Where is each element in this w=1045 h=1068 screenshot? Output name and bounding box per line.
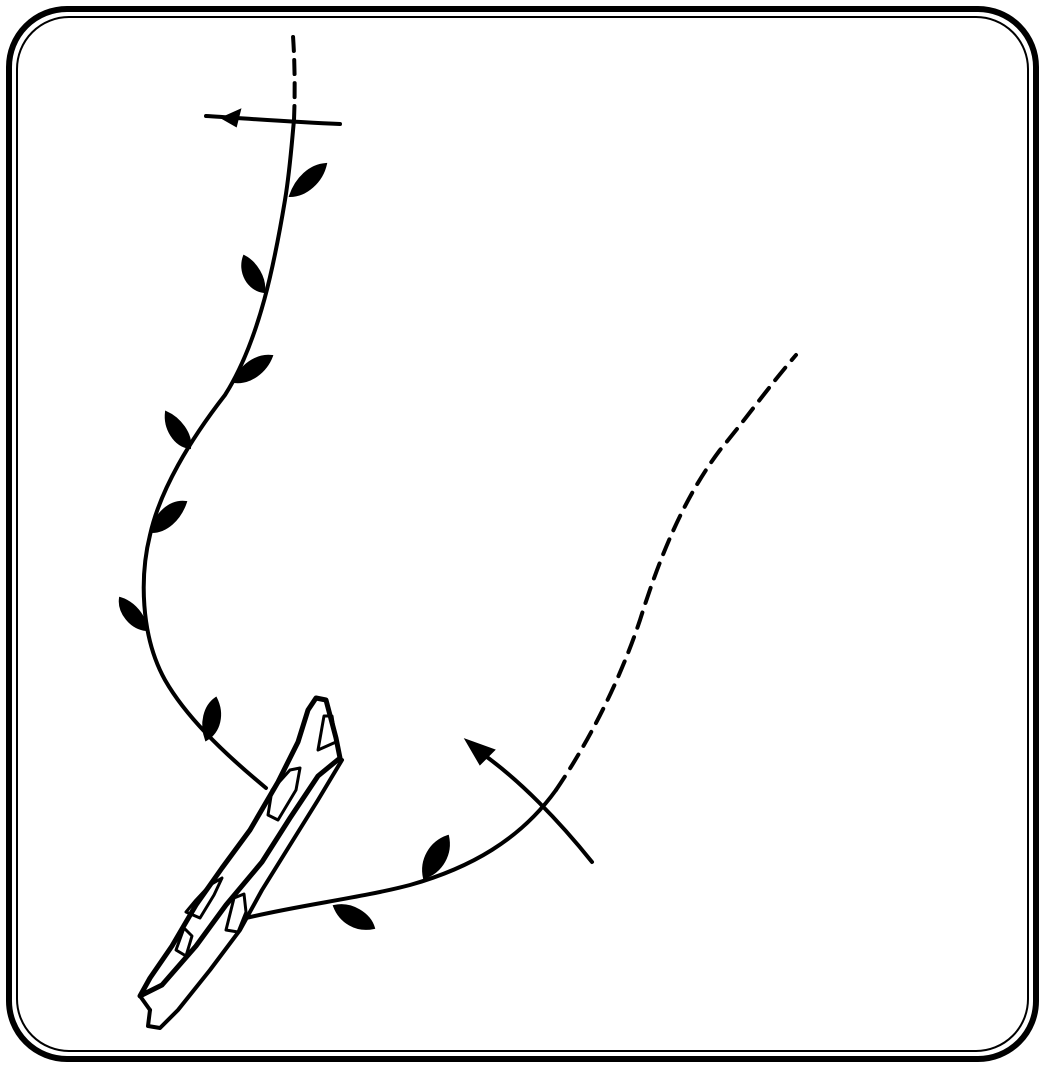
right-cut-mark [466, 740, 592, 862]
bud [290, 164, 326, 196]
right-shoot [246, 355, 796, 929]
frame [9, 9, 1036, 1059]
left-shoot [120, 36, 326, 788]
bud [334, 905, 374, 929]
old-wood-stub [140, 698, 342, 1028]
left-cut-mark [206, 110, 340, 126]
bud [203, 698, 220, 740]
bud [166, 412, 190, 448]
bud [242, 256, 264, 292]
bud [120, 598, 146, 630]
